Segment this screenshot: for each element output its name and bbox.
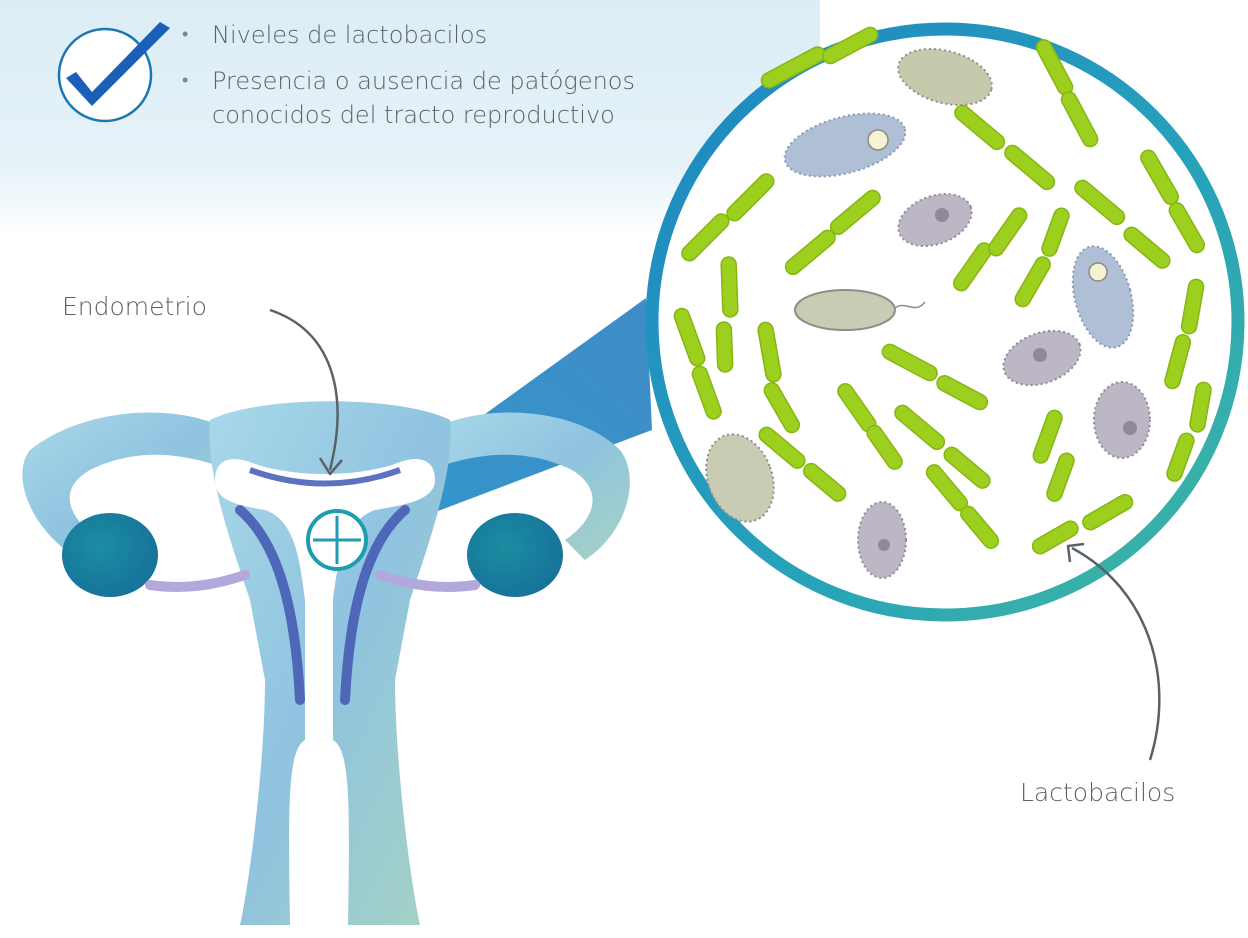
zoom-circle [652, 29, 1238, 615]
plus-icon [308, 511, 366, 569]
checklist-item: Presencia o ausencia de patógenos conoci… [182, 64, 672, 132]
left-ovary [62, 513, 158, 597]
uterus-illustration [22, 401, 629, 925]
right-ovary [467, 513, 563, 597]
checklist: Niveles de lactobacilos Presencia o ause… [182, 18, 672, 144]
check-badge [59, 22, 170, 121]
lactobacilli-label: Lactobacilos [1020, 778, 1175, 807]
endometrium-label: Endometrio [62, 292, 207, 321]
checklist-item: Niveles de lactobacilos [182, 18, 672, 52]
